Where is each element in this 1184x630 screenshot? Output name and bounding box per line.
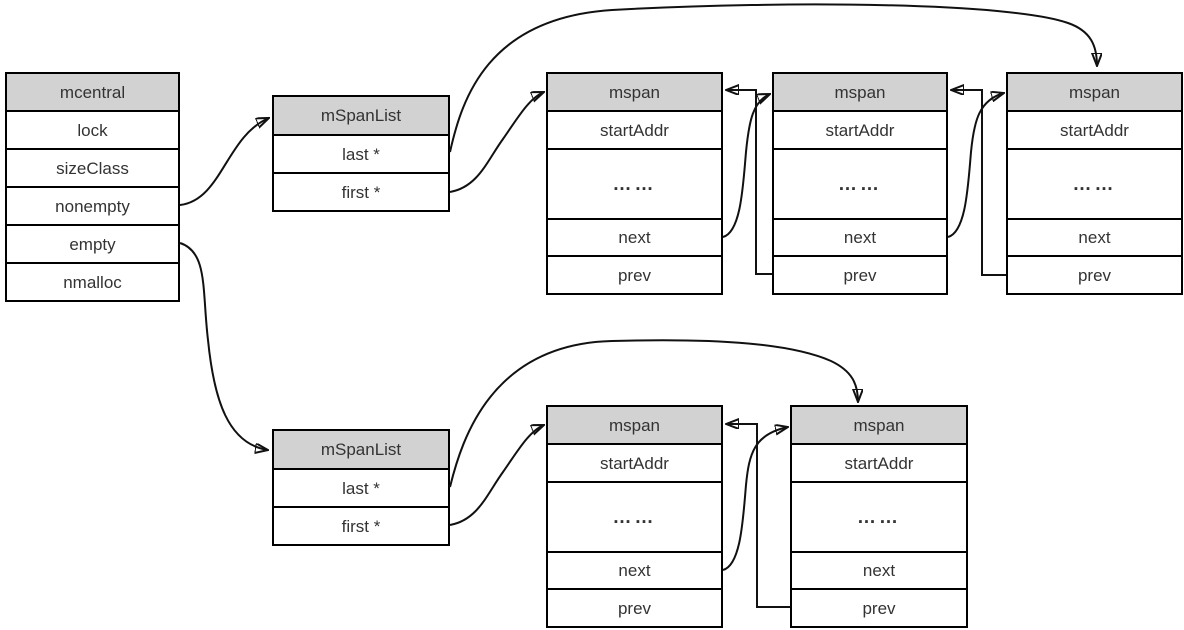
- mspan4-row-startaddr: startAddr: [548, 443, 721, 481]
- mcentral-title: mcentral: [7, 74, 178, 110]
- mspan5-table: mspan startAddr …… next prev: [790, 405, 968, 628]
- mspan2-row-ellipsis: ……: [774, 148, 946, 218]
- mspan4-title: mspan: [548, 407, 721, 443]
- mspan5-row-startaddr: startAddr: [792, 443, 966, 481]
- mspan2-row-next: next: [774, 218, 946, 255]
- mcentral-row-empty: empty: [7, 224, 178, 262]
- mspan1-row-ellipsis: ……: [548, 148, 721, 218]
- mcentral-row-sizeclass: sizeClass: [7, 148, 178, 186]
- edge-mspan5-prev-to-mspan4: [726, 424, 790, 608]
- mcentral-row-nmalloc: nmalloc: [7, 262, 178, 300]
- spanlist-bottom-row-first: first *: [274, 506, 448, 544]
- edge-nonempty-to-spanlist-top: [179, 118, 269, 206]
- mcentral-table: mcentral lock sizeClass nonempty empty n…: [5, 72, 180, 302]
- mspan1-row-next: next: [548, 218, 721, 255]
- mspan2-row-prev: prev: [774, 255, 946, 293]
- edge-empty-to-spanlist-bottom: [179, 242, 268, 450]
- mcentral-row-nonempty: nonempty: [7, 186, 178, 224]
- mspan1-table: mspan startAddr …… next prev: [546, 72, 723, 295]
- mspan2-row-startaddr: startAddr: [774, 110, 946, 148]
- mspan3-row-startaddr: startAddr: [1008, 110, 1181, 148]
- mspan3-row-ellipsis: ……: [1008, 148, 1181, 218]
- mspan1-title: mspan: [548, 74, 721, 110]
- mspan1-row-prev: prev: [548, 255, 721, 293]
- mspan3-table: mspan startAddr …… next prev: [1006, 72, 1183, 295]
- edge-mspan3-prev-to-mspan2: [951, 90, 1006, 276]
- mspan4-row-ellipsis: ……: [548, 481, 721, 551]
- spanlist-top-title: mSpanList: [274, 97, 448, 134]
- spanlist-top-row-first: first *: [274, 172, 448, 210]
- edge-spanlist-top-first-to-mspan1: [449, 92, 544, 193]
- mspan1-row-startaddr: startAddr: [548, 110, 721, 148]
- mspan2-table: mspan startAddr …… next prev: [772, 72, 948, 295]
- mspan5-title: mspan: [792, 407, 966, 443]
- edge-mspan2-prev-to-mspan1: [726, 90, 772, 275]
- mspan4-table: mspan startAddr …… next prev: [546, 405, 723, 628]
- spanlist-bottom-row-last: last *: [274, 468, 448, 506]
- mspan5-row-ellipsis: ……: [792, 481, 966, 551]
- mspan4-row-next: next: [548, 551, 721, 588]
- mspan4-row-prev: prev: [548, 588, 721, 626]
- spanlist-bottom-table: mSpanList last * first *: [272, 429, 450, 546]
- edge-spanlist-bottom-first-to-mspan4: [449, 425, 544, 526]
- spanlist-bottom-title: mSpanList: [274, 431, 448, 468]
- mspan5-row-prev: prev: [792, 588, 966, 626]
- edge-mspan2-next-to-mspan3: [947, 93, 1004, 238]
- spanlist-top-table: mSpanList last * first *: [272, 95, 450, 212]
- mspan2-title: mspan: [774, 74, 946, 110]
- spanlist-top-row-last: last *: [274, 134, 448, 172]
- mspan3-row-next: next: [1008, 218, 1181, 255]
- mspan5-row-next: next: [792, 551, 966, 588]
- mspan3-row-prev: prev: [1008, 255, 1181, 293]
- mcentral-row-lock: lock: [7, 110, 178, 148]
- edge-mspan1-next-to-mspan2: [722, 94, 770, 238]
- mspan3-title: mspan: [1008, 74, 1181, 110]
- edge-mspan4-next-to-mspan5: [722, 427, 788, 571]
